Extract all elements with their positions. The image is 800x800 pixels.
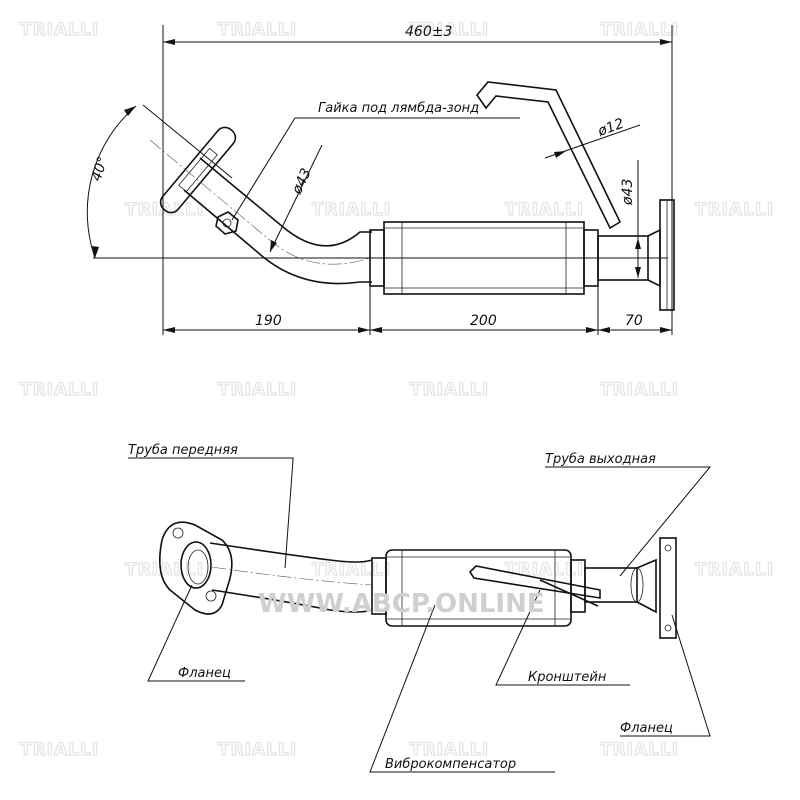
rear-flange-iso bbox=[659, 537, 677, 639]
front-pipe-iso-top bbox=[209, 542, 373, 563]
dimension-middle-length: 200 bbox=[470, 313, 497, 329]
pipe-centerline bbox=[211, 566, 373, 586]
dimension-front-length: 190 bbox=[255, 313, 282, 329]
watermark-text: TRIALLI bbox=[218, 740, 297, 760]
outlet-cone-iso bbox=[636, 558, 657, 614]
leader-line bbox=[369, 604, 555, 773]
watermark-text: TRIALLI bbox=[600, 20, 679, 40]
top-view: 460±3 190 200 70 40° bbox=[86, 24, 675, 335]
front-pipe-top-edge bbox=[199, 157, 372, 247]
watermark-text: TRIALLI bbox=[505, 560, 584, 580]
watermark-text: TRIALLI bbox=[312, 560, 391, 580]
outlet-pipe-top bbox=[597, 235, 649, 281]
watermark-site: WWW.ABCP.ONLINE bbox=[258, 589, 545, 619]
angle-leg bbox=[142, 104, 233, 179]
front-pipe-bottom-edge bbox=[183, 189, 372, 285]
arrowhead bbox=[598, 327, 610, 333]
leader-line bbox=[620, 614, 711, 737]
bracket-iso bbox=[468, 565, 601, 599]
arrowhead bbox=[660, 39, 672, 45]
leader-line bbox=[128, 457, 294, 569]
arrowhead bbox=[660, 327, 672, 333]
arrowhead bbox=[370, 327, 382, 333]
watermark-text: TRIALLI bbox=[410, 20, 489, 40]
bolt-hole bbox=[205, 590, 217, 602]
leader-line bbox=[495, 589, 630, 686]
angle-arc bbox=[86, 105, 137, 259]
dimension-overall: 460±3 bbox=[405, 24, 452, 40]
watermark-text: TRIALLI bbox=[218, 20, 297, 40]
watermark-text: TRIALLI bbox=[410, 740, 489, 760]
iso-view: Труба передняя Труба выходная Фланец Кро… bbox=[128, 443, 712, 773]
flange-bore-inner bbox=[187, 549, 209, 585]
outlet-pipe-iso bbox=[584, 567, 638, 603]
arrowhead bbox=[92, 246, 99, 258]
leader-line bbox=[545, 466, 712, 577]
watermark-text: TRIALLI bbox=[218, 380, 297, 400]
callout-lambda-nut: Гайка под лямбда-зонд bbox=[318, 101, 479, 116]
dimension-angle: 40° bbox=[89, 155, 112, 184]
front-flange-iso bbox=[159, 521, 233, 615]
callout-rear-flange: Фланец bbox=[620, 721, 673, 736]
dimension-bracket-diameter: ø12 bbox=[595, 116, 626, 140]
flange-bore bbox=[180, 541, 212, 589]
callout-bracket: Кронштейн bbox=[528, 670, 607, 685]
callout-flex: Виброкомпенсатор bbox=[385, 757, 516, 772]
watermark-text: TRIALLI bbox=[410, 380, 489, 400]
watermark-text: TRIALLI bbox=[20, 380, 99, 400]
arrowhead bbox=[554, 151, 566, 158]
front-pipe-iso-bottom bbox=[211, 589, 373, 613]
bolt-hole bbox=[664, 544, 672, 552]
arrowhead bbox=[635, 238, 641, 249]
watermark-text: TRIALLI bbox=[505, 200, 584, 220]
dimension-rear-diameter: ø43 bbox=[620, 179, 636, 206]
bracket-rod-top bbox=[475, 81, 622, 230]
arrowhead bbox=[270, 240, 277, 252]
watermark-text: TRIALLI bbox=[600, 380, 679, 400]
leader-line bbox=[147, 584, 245, 682]
arrowhead bbox=[124, 106, 136, 116]
arrowhead bbox=[163, 39, 175, 45]
callout-outlet-pipe: Труба выходная bbox=[545, 452, 656, 467]
watermark-text: TRIALLI bbox=[125, 560, 204, 580]
callout-front-flange: Фланец bbox=[178, 666, 231, 681]
watermark-layer: TRIALLI TRIALLI TRIALLI TRIALLI TRIALLI … bbox=[19, 19, 774, 760]
bolt-hole bbox=[664, 624, 672, 632]
dimension-rear-length: 70 bbox=[625, 313, 643, 329]
bolt-hole bbox=[172, 527, 184, 539]
watermark-text: TRIALLI bbox=[600, 740, 679, 760]
leader-line bbox=[231, 117, 520, 221]
watermark-text: TRIALLI bbox=[695, 560, 774, 580]
arrowhead bbox=[358, 327, 370, 333]
watermark-text: TRIALLI bbox=[695, 200, 774, 220]
dimension-front-diameter: ø43 bbox=[289, 166, 315, 198]
arrowhead bbox=[163, 327, 175, 333]
arrowhead bbox=[635, 267, 641, 278]
lambda-nut bbox=[215, 211, 239, 235]
arrowhead bbox=[586, 327, 598, 333]
watermark-text: TRIALLI bbox=[312, 200, 391, 220]
watermark-text: TRIALLI bbox=[20, 740, 99, 760]
callout-front-pipe: Труба передняя bbox=[128, 443, 238, 458]
watermark-text: TRIALLI bbox=[20, 20, 99, 40]
leader-line bbox=[269, 144, 323, 253]
front-flange-top bbox=[159, 126, 237, 214]
